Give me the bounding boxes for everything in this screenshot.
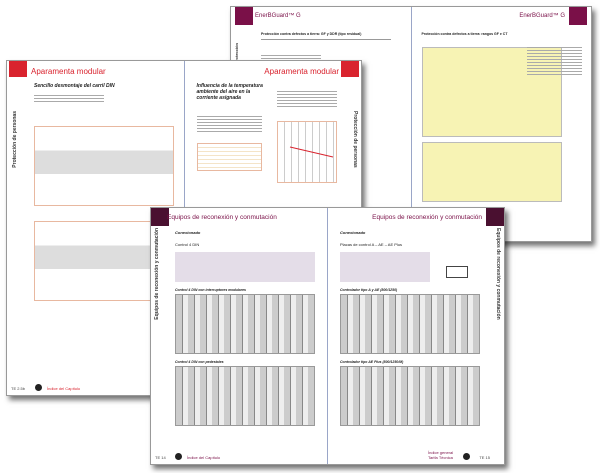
figure-caption: Controlador tipo AE Plus (800/1250/M) — [340, 360, 404, 364]
chart-panel — [421, 142, 562, 202]
page-title: EnerBGuard™ G — [255, 13, 301, 19]
front-left-page: Equipos de reconexión y conmutación Cone… — [151, 208, 327, 464]
subsection-label: Placas de control A – AE – AE Plus — [340, 242, 403, 247]
page-tab — [341, 61, 359, 77]
side-label: Protección de personas — [12, 111, 18, 168]
page-title: Aparamenta modular — [264, 67, 339, 76]
page-title: Equipos de reconexión y conmutación — [167, 214, 277, 221]
text-block — [196, 116, 262, 134]
divider — [261, 39, 391, 40]
text-block — [526, 47, 582, 77]
switch-symbol — [446, 266, 468, 278]
text-block — [276, 91, 337, 109]
page-tab — [486, 208, 504, 226]
page-tab — [235, 7, 253, 25]
page-number: TE 2.5b — [11, 386, 26, 391]
section-label: Conexionado — [340, 230, 366, 235]
wiring-diagram — [175, 294, 315, 354]
derating-line — [289, 146, 333, 158]
info-box — [340, 252, 430, 282]
page-marker — [463, 453, 470, 460]
back-right-page: EnerBGuard™ G Protección contra defectos… — [410, 7, 592, 241]
page-number: TE 15 — [479, 455, 490, 460]
figure-caption: Control 4 DIN con interruptores modulare… — [175, 288, 246, 292]
side-label: Protección de personas — [352, 111, 358, 168]
section-heading: Influencia de la temperatura ambiente de… — [196, 83, 263, 101]
temperature-chart — [276, 121, 337, 183]
section-heading: Protección contra defectos a tierra: GF … — [261, 32, 362, 36]
page-tab — [9, 61, 27, 77]
figure-din-rail — [34, 126, 174, 206]
page-tab — [151, 208, 169, 226]
page-marker — [35, 384, 42, 391]
front-right-page: Equipos de reconexión y conmutación Cone… — [327, 208, 504, 464]
section-heading: Sencillo desmontaje del carril DIN — [34, 83, 115, 89]
table — [196, 143, 262, 171]
page-marker — [175, 453, 182, 460]
section-heading: Protección contra defectos a tierra: ran… — [421, 32, 508, 36]
wiring-diagram — [175, 366, 315, 426]
figure-caption: Control 4 DIN con pedestales — [175, 360, 224, 364]
page-number: TE 14 — [155, 455, 166, 460]
front-spread: Equipos de reconexión y conmutación Cone… — [150, 207, 505, 465]
back-spread: EnerBGuard™ G Protección contra defectos… — [230, 6, 592, 242]
figure-caption: Controlador tipo A y AE (800/1250) — [340, 288, 398, 292]
chapter-index-link[interactable]: Índice del Capítulo — [47, 386, 81, 391]
subsection-label: Control 4 DIN — [175, 242, 200, 247]
page-title: EnerBGuard™ G — [519, 13, 565, 19]
section-label: Conexionado — [175, 230, 201, 235]
page-title: Aparamenta modular — [31, 67, 106, 76]
chapter-index-link[interactable]: Índice del Capítulo — [187, 455, 221, 460]
wiring-diagram — [340, 366, 480, 426]
page-title: Equipos de reconexión y conmutación — [372, 214, 482, 221]
side-label: Equipos de reconexión y conmutación — [154, 228, 160, 320]
text-block — [34, 95, 104, 104]
side-label: Equipos de reconexión y conmutación — [495, 228, 501, 320]
general-index-link[interactable]: Índice general Tarifa Técnica — [428, 450, 454, 460]
page-tab — [569, 7, 587, 25]
wiring-diagram — [340, 294, 480, 354]
info-box — [175, 252, 315, 282]
middle-right-page: Aparamenta modular Influencia de la temp… — [183, 61, 362, 395]
